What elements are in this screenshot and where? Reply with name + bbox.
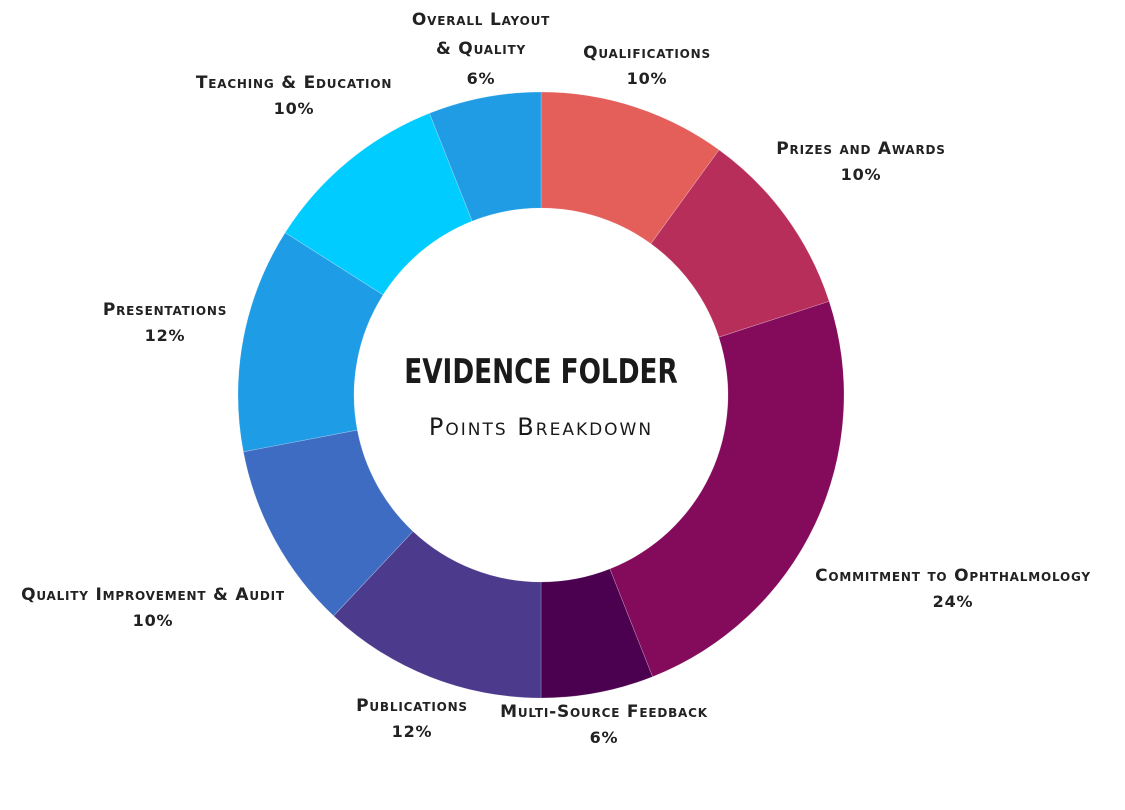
- chart-subtitle: Points Breakdown: [428, 413, 654, 441]
- label-text-line2: & Quality: [435, 39, 527, 59]
- slice-publications: [333, 530, 542, 699]
- label-pct: 10%: [626, 69, 668, 88]
- label-pct: 10%: [273, 99, 315, 118]
- label-pct: 12%: [391, 722, 433, 741]
- label-pct: 6%: [589, 728, 619, 747]
- slice-prizes-and-awards: [650, 149, 830, 338]
- label-qualifications: Qualifications 10%: [583, 41, 711, 91]
- chart-title: EVIDENCE FOLDER: [404, 352, 678, 392]
- slice-presentations: [237, 232, 384, 453]
- label-pct: 12%: [144, 326, 186, 345]
- label-text: Quality Improvement & Audit: [21, 585, 285, 605]
- label-quality-improvement-audit: Quality Improvement & Audit 10%: [21, 583, 285, 633]
- slice-commitment-to-ophthalmology: [609, 300, 845, 678]
- label-overall-layout-quality: Overall Layout & Quality 6%: [412, 6, 550, 93]
- label-pct: 6%: [466, 69, 496, 88]
- label-pct: 10%: [840, 165, 882, 184]
- slice-overall-layout-quality: [429, 91, 542, 222]
- label-text: Multi-Source Feedback: [500, 702, 708, 722]
- label-text: Overall Layout: [411, 10, 551, 30]
- label-prizes-and-awards: Prizes and Awards 10%: [776, 137, 945, 187]
- slice-teaching-education: [284, 112, 473, 296]
- label-teaching-education: Teaching & Education 10%: [196, 71, 392, 121]
- label-text: Publications: [356, 696, 468, 716]
- label-multi-source-feedback: Multi-Source Feedback 6%: [500, 700, 708, 750]
- label-text: Presentations: [102, 300, 228, 320]
- label-text: Teaching & Education: [195, 73, 393, 93]
- label-text: Commitment to Ophthalmology: [815, 566, 1091, 586]
- slice-quality-improvement-audit: [243, 429, 414, 617]
- label-presentations: Presentations 12%: [103, 298, 227, 348]
- label-publications: Publications 12%: [356, 694, 468, 744]
- label-text: Prizes and Awards: [776, 139, 946, 159]
- label-commitment-to-ophthalmology: Commitment to Ophthalmology 24%: [815, 564, 1091, 614]
- label-text: Qualifications: [583, 43, 711, 63]
- slice-qualifications: [540, 91, 720, 245]
- label-pct: 10%: [132, 611, 174, 630]
- label-pct: 24%: [932, 592, 974, 611]
